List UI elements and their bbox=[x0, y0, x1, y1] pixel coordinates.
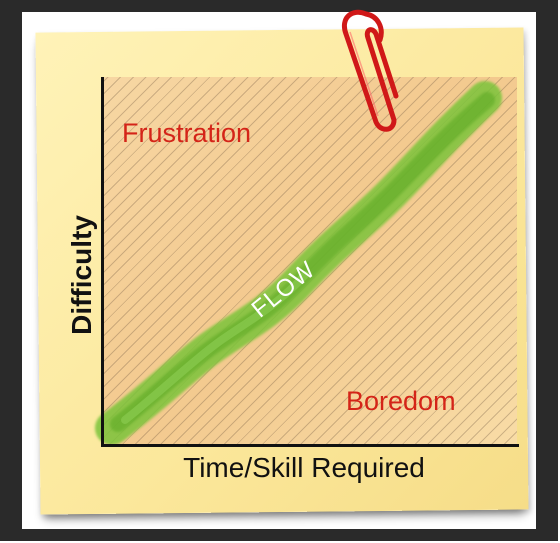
x-axis-line bbox=[101, 444, 519, 447]
frustration-label: Frustration bbox=[122, 118, 251, 149]
paperclip-icon bbox=[330, 4, 410, 139]
boredom-label: Boredom bbox=[346, 386, 456, 417]
x-axis-label-wrap: Time/Skill Required bbox=[0, 452, 560, 484]
y-axis-label: Difficulty bbox=[66, 215, 98, 335]
y-axis-line bbox=[101, 77, 104, 447]
x-axis-label: Time/Skill Required bbox=[183, 452, 425, 483]
